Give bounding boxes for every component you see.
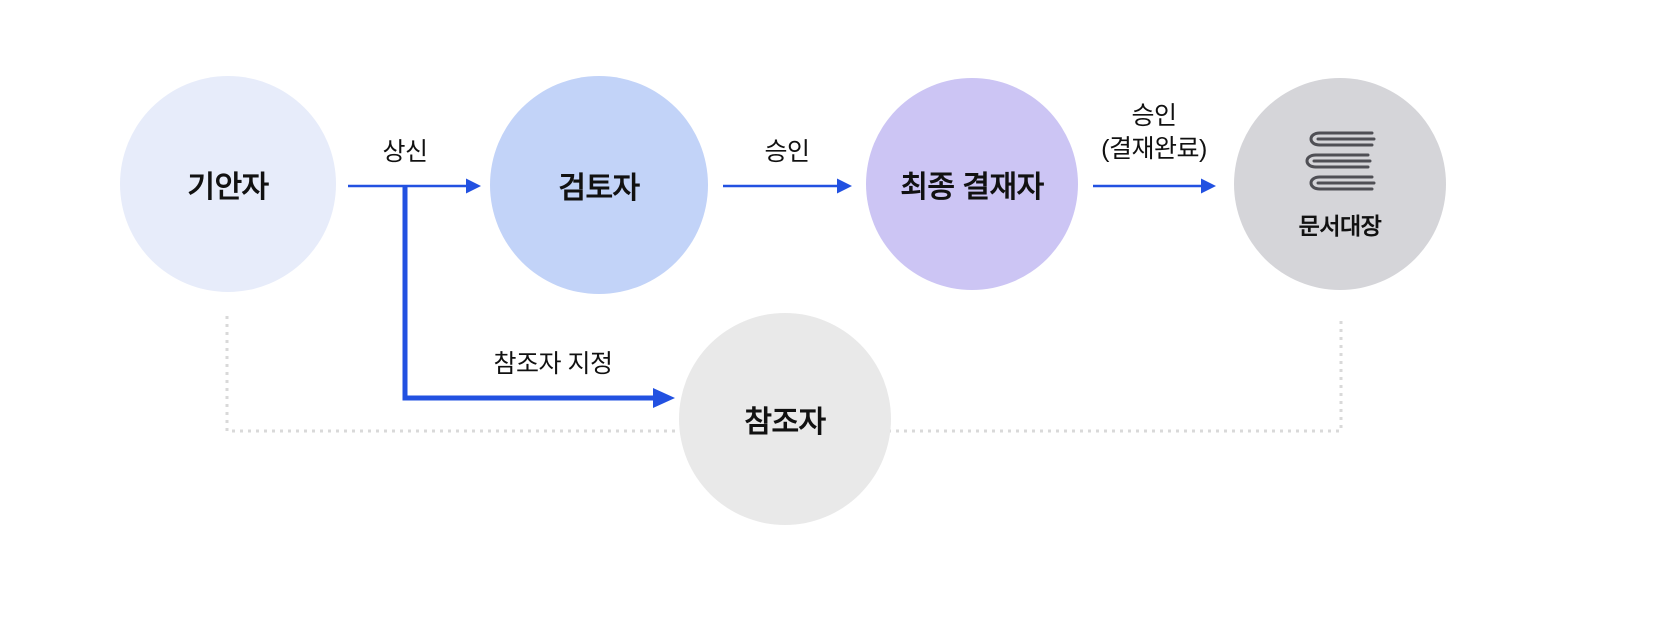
node-drafter-label: 기안자 [187, 171, 269, 204]
final-approve-arrow-head [1201, 178, 1216, 194]
books-icon [1305, 131, 1376, 191]
node-final-approver: 최종 결재자 [866, 78, 1078, 290]
final-approve-edge-label: 승인 (결재완료) [1069, 100, 1239, 166]
submit-edge-label: 상신 [382, 138, 428, 166]
node-reviewer-label: 검토자 [558, 172, 640, 205]
books-icon-strokes [1305, 131, 1376, 191]
node-drafter: 기안자 [120, 76, 336, 292]
assign-cc-arrow-head [653, 388, 675, 408]
assign-cc-edge-label: 참조자 지정 [493, 350, 613, 378]
approve-edge-label: 승인 [764, 138, 810, 166]
node-final-approver-label: 최종 결재자 [900, 171, 1044, 204]
node-document-ledger-label: 문서대장 [1298, 213, 1382, 239]
final-approve-label-line2: (결재완료) [1101, 135, 1207, 163]
node-document-ledger: 문서대장 [1234, 78, 1446, 290]
node-cc-member: 참조자 [679, 313, 891, 525]
node-reviewer: 검토자 [490, 76, 708, 294]
assign-cc-arrow-line [402, 186, 656, 401]
node-cc-member-label: 참조자 [744, 406, 826, 439]
final-approve-label-line1: 승인 [1131, 102, 1177, 130]
approve-arrow-head [837, 178, 852, 194]
submit-arrow-head [466, 178, 481, 194]
